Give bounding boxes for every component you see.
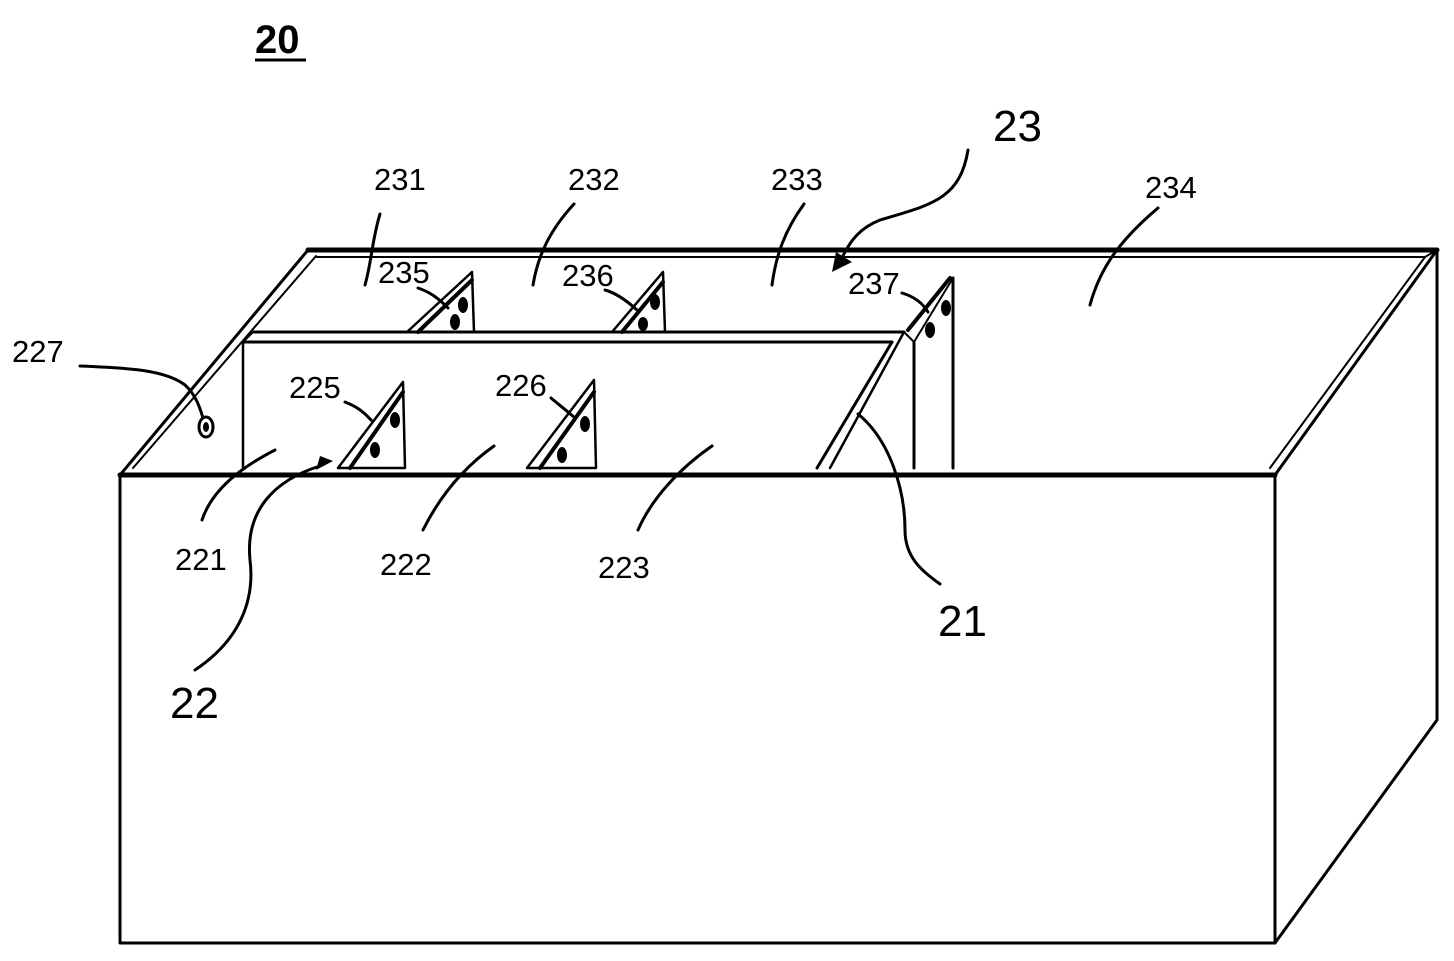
hole-227-center <box>203 422 209 432</box>
label-237: 237 <box>848 266 900 301</box>
figure-number-text: 20 <box>255 18 300 62</box>
bracket-237-flange <box>906 276 952 332</box>
label-232: 232 <box>568 162 620 197</box>
label-222: 222 <box>380 547 432 582</box>
bracket-225-hole-2 <box>370 442 380 458</box>
label-225: 225 <box>289 370 341 405</box>
leader-223 <box>636 444 714 532</box>
partition-diagonal-b <box>828 330 906 470</box>
leader-232 <box>531 202 576 287</box>
label-234: 234 <box>1145 170 1197 205</box>
leader-23-arrowhead <box>832 252 852 272</box>
partition-diagonal-a <box>815 340 894 470</box>
leader-234 <box>1088 206 1160 307</box>
leader-21 <box>856 412 942 586</box>
bracket-225-body <box>336 380 407 470</box>
leader-231 <box>363 212 382 287</box>
bracket-225-hole-1 <box>390 412 400 428</box>
label-235: 235 <box>378 255 430 290</box>
bracket-226 <box>525 378 598 470</box>
leader-233 <box>770 202 806 287</box>
front-face <box>118 473 1277 945</box>
bracket-237 <box>906 276 952 338</box>
bracket-236-body <box>610 270 667 334</box>
label-22: 22 <box>170 679 219 728</box>
partition-plate-21 <box>241 276 955 470</box>
bracket-237-hole-2 <box>925 322 935 338</box>
left-inner-rim <box>132 255 317 469</box>
label-21: 21 <box>938 597 987 646</box>
left-top-edge <box>118 248 310 477</box>
bracket-225 <box>336 380 407 470</box>
reference-labels: 23 231 232 233 234 235 236 237 227 225 2… <box>12 102 1197 728</box>
leader-227 <box>78 364 205 420</box>
leader-221 <box>200 448 277 522</box>
end-plate-top <box>913 277 954 343</box>
leader-226 <box>549 396 577 420</box>
corner-rim-back-right <box>1424 249 1438 258</box>
leader-237 <box>900 291 930 314</box>
bracket-235-hole-2 <box>450 314 460 330</box>
box-body <box>117 247 1440 945</box>
label-221: 221 <box>175 542 227 577</box>
bracket-226-hole-2 <box>557 447 567 463</box>
leader-235 <box>416 286 450 310</box>
right-side-face <box>1273 248 1439 945</box>
bracket-226-body <box>525 378 598 470</box>
bracket-237-hole-1 <box>941 300 951 316</box>
hole-227 <box>197 415 215 439</box>
figure-number: 20 <box>255 18 306 62</box>
bracket-235-hole-1 <box>458 297 468 313</box>
label-236: 236 <box>562 258 614 293</box>
leader-225 <box>343 400 373 422</box>
label-233: 233 <box>771 162 823 197</box>
bracket-236 <box>610 270 667 334</box>
bracket-236-hole-2 <box>638 317 648 331</box>
bracket-236-flange <box>620 280 665 334</box>
end-plate-corner <box>903 331 915 343</box>
right-inner-rim <box>1269 256 1426 469</box>
leader-22-arrowhead <box>316 456 333 470</box>
bracket-225-flange <box>348 390 405 470</box>
leader-22 <box>193 464 322 672</box>
leader-222 <box>421 444 496 532</box>
label-23: 23 <box>993 102 1042 151</box>
leader-lines <box>78 148 1160 672</box>
bracket-226-flange <box>538 390 596 470</box>
label-227: 227 <box>12 334 64 369</box>
long-partition-corner <box>242 331 254 343</box>
leader-236 <box>603 288 639 312</box>
leader-23 <box>838 148 970 264</box>
label-231: 231 <box>374 162 426 197</box>
bracket-236-hole-1 <box>650 294 660 310</box>
label-223: 223 <box>598 550 650 585</box>
label-226: 226 <box>495 368 547 403</box>
bracket-226-hole-1 <box>580 416 590 432</box>
